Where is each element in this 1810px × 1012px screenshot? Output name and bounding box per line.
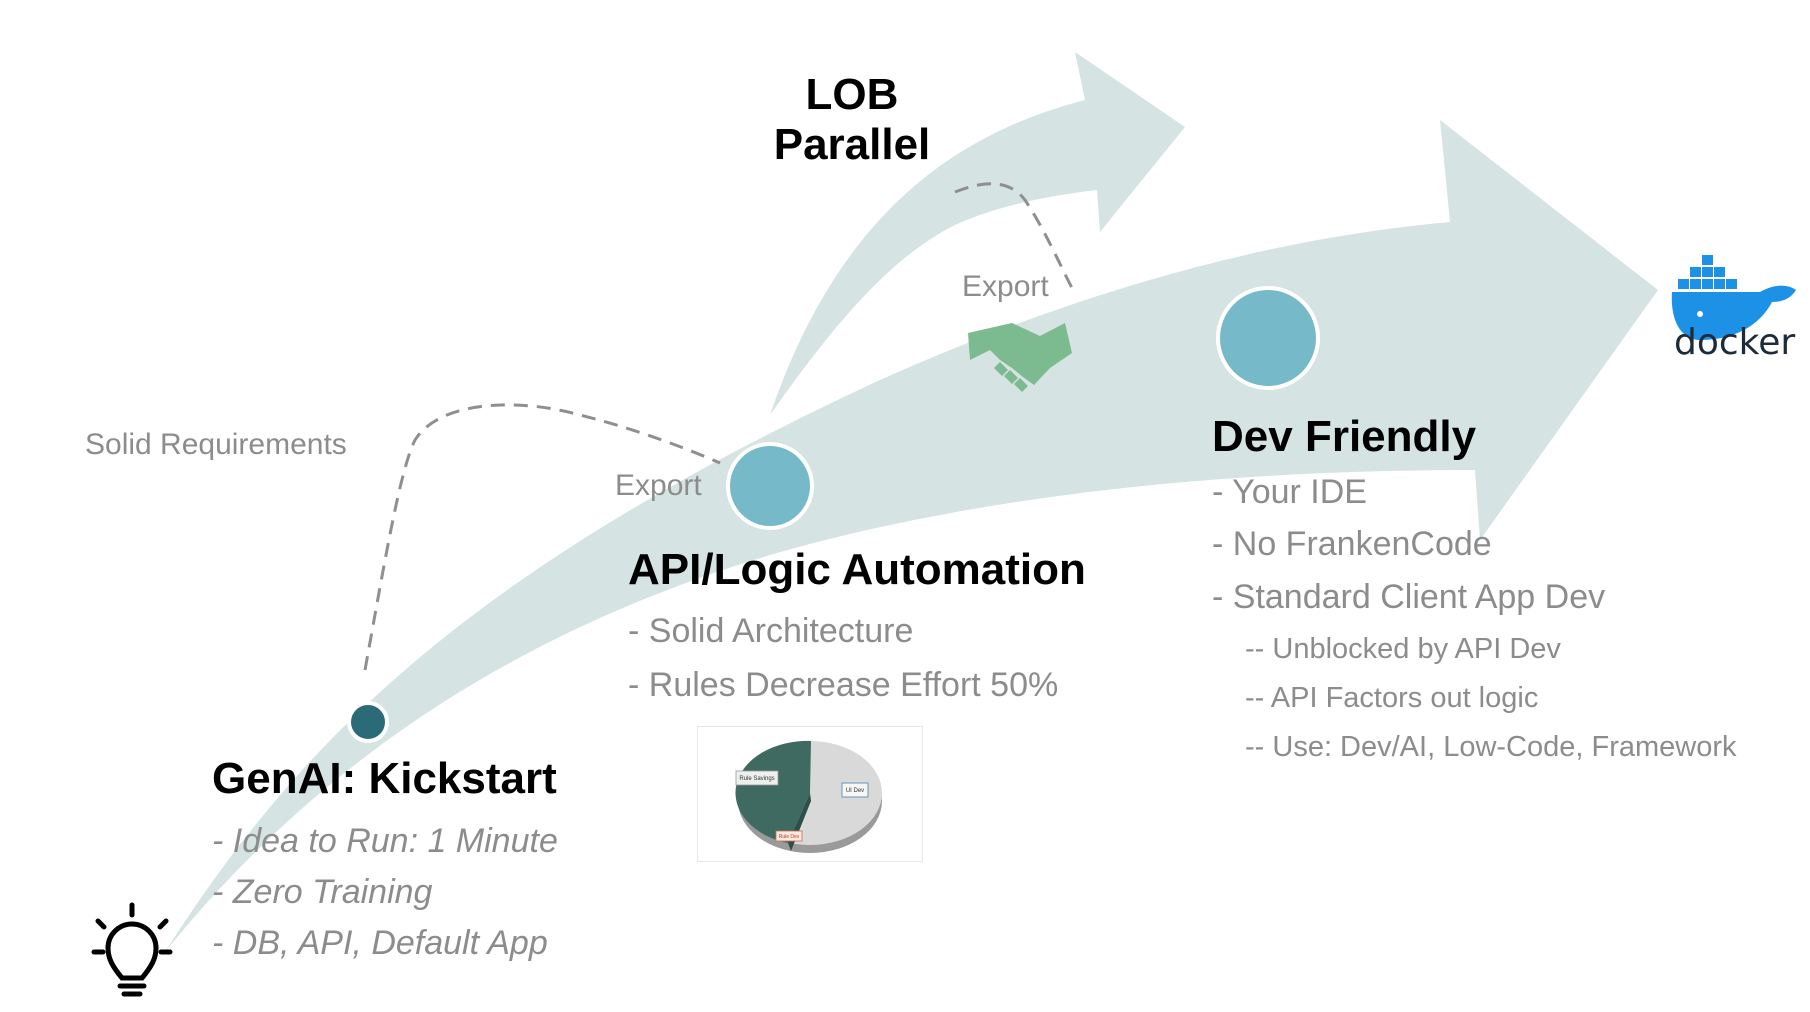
pie-chart-graphic: Rule Savings UI Dev Rule Dev: [735, 740, 882, 853]
stage-dev-friendly-sub-bullet: -- Use: Dev/AI, Low-Code, Framework: [1245, 731, 1737, 763]
pie-chart-thumbnail: Rule Savings UI Dev Rule Dev: [697, 726, 923, 862]
stage-api-logic-bullet: - Solid Architecture: [628, 612, 914, 650]
stage-dev-friendly-bullet: - Standard Client App Dev: [1212, 578, 1606, 616]
milestone-api-logic: [726, 442, 814, 530]
solid-requirements-connector: [363, 403, 721, 671]
pie-label-rule-dev: Rule Dev: [779, 834, 800, 840]
pie-label-rule-dev-box: [775, 830, 803, 842]
docker-logo-text: docker: [1674, 322, 1796, 363]
stage-genai-title: GenAI: Kickstart: [212, 754, 557, 803]
solid-requirements-label: Solid Requirements: [85, 428, 347, 461]
stage-api-logic-title: API/Logic Automation: [628, 545, 1086, 594]
stage-dev-friendly-sub-bullet: -- API Factors out logic: [1245, 682, 1539, 714]
pie-label-rule-savings: Rule Savings: [739, 776, 774, 782]
stage-genai-bullet: - Zero Training: [212, 873, 433, 911]
stage-dev-friendly-sub-bullet: -- Unblocked by API Dev: [1245, 633, 1561, 665]
milestone-dev-friendly: [1216, 286, 1320, 390]
stage-genai-bullet: - DB, API, Default App: [212, 924, 548, 962]
stage-genai-bullet: - Idea to Run: 1 Minute: [212, 822, 558, 860]
pie-label-rule-savings-box: [735, 770, 779, 786]
milestone-genai: [347, 701, 389, 743]
lob-parallel-arrow: [770, 52, 1185, 415]
handshake-icon: [968, 323, 1072, 392]
stage-dev-friendly-bullet: - No FrankenCode: [1212, 525, 1492, 563]
stage-api-logic-bullet: - Rules Decrease Effort 50%: [628, 666, 1059, 704]
stage-dev-friendly-bullet: - Your IDE: [1212, 473, 1367, 511]
pie-label-ui-dev: UI Dev: [846, 788, 864, 794]
export-label-api: Export: [615, 469, 702, 502]
lightbulb-icon: [91, 902, 173, 997]
export-lob-connector: [954, 182, 1074, 289]
lob-parallel-title: LOB Parallel: [773, 70, 931, 169]
docker-whale-icon: [1671, 255, 1796, 340]
pie-label-ui-dev-box: [841, 782, 869, 798]
stage-dev-friendly-title: Dev Friendly: [1212, 412, 1477, 461]
export-label-lob: Export: [962, 270, 1049, 303]
